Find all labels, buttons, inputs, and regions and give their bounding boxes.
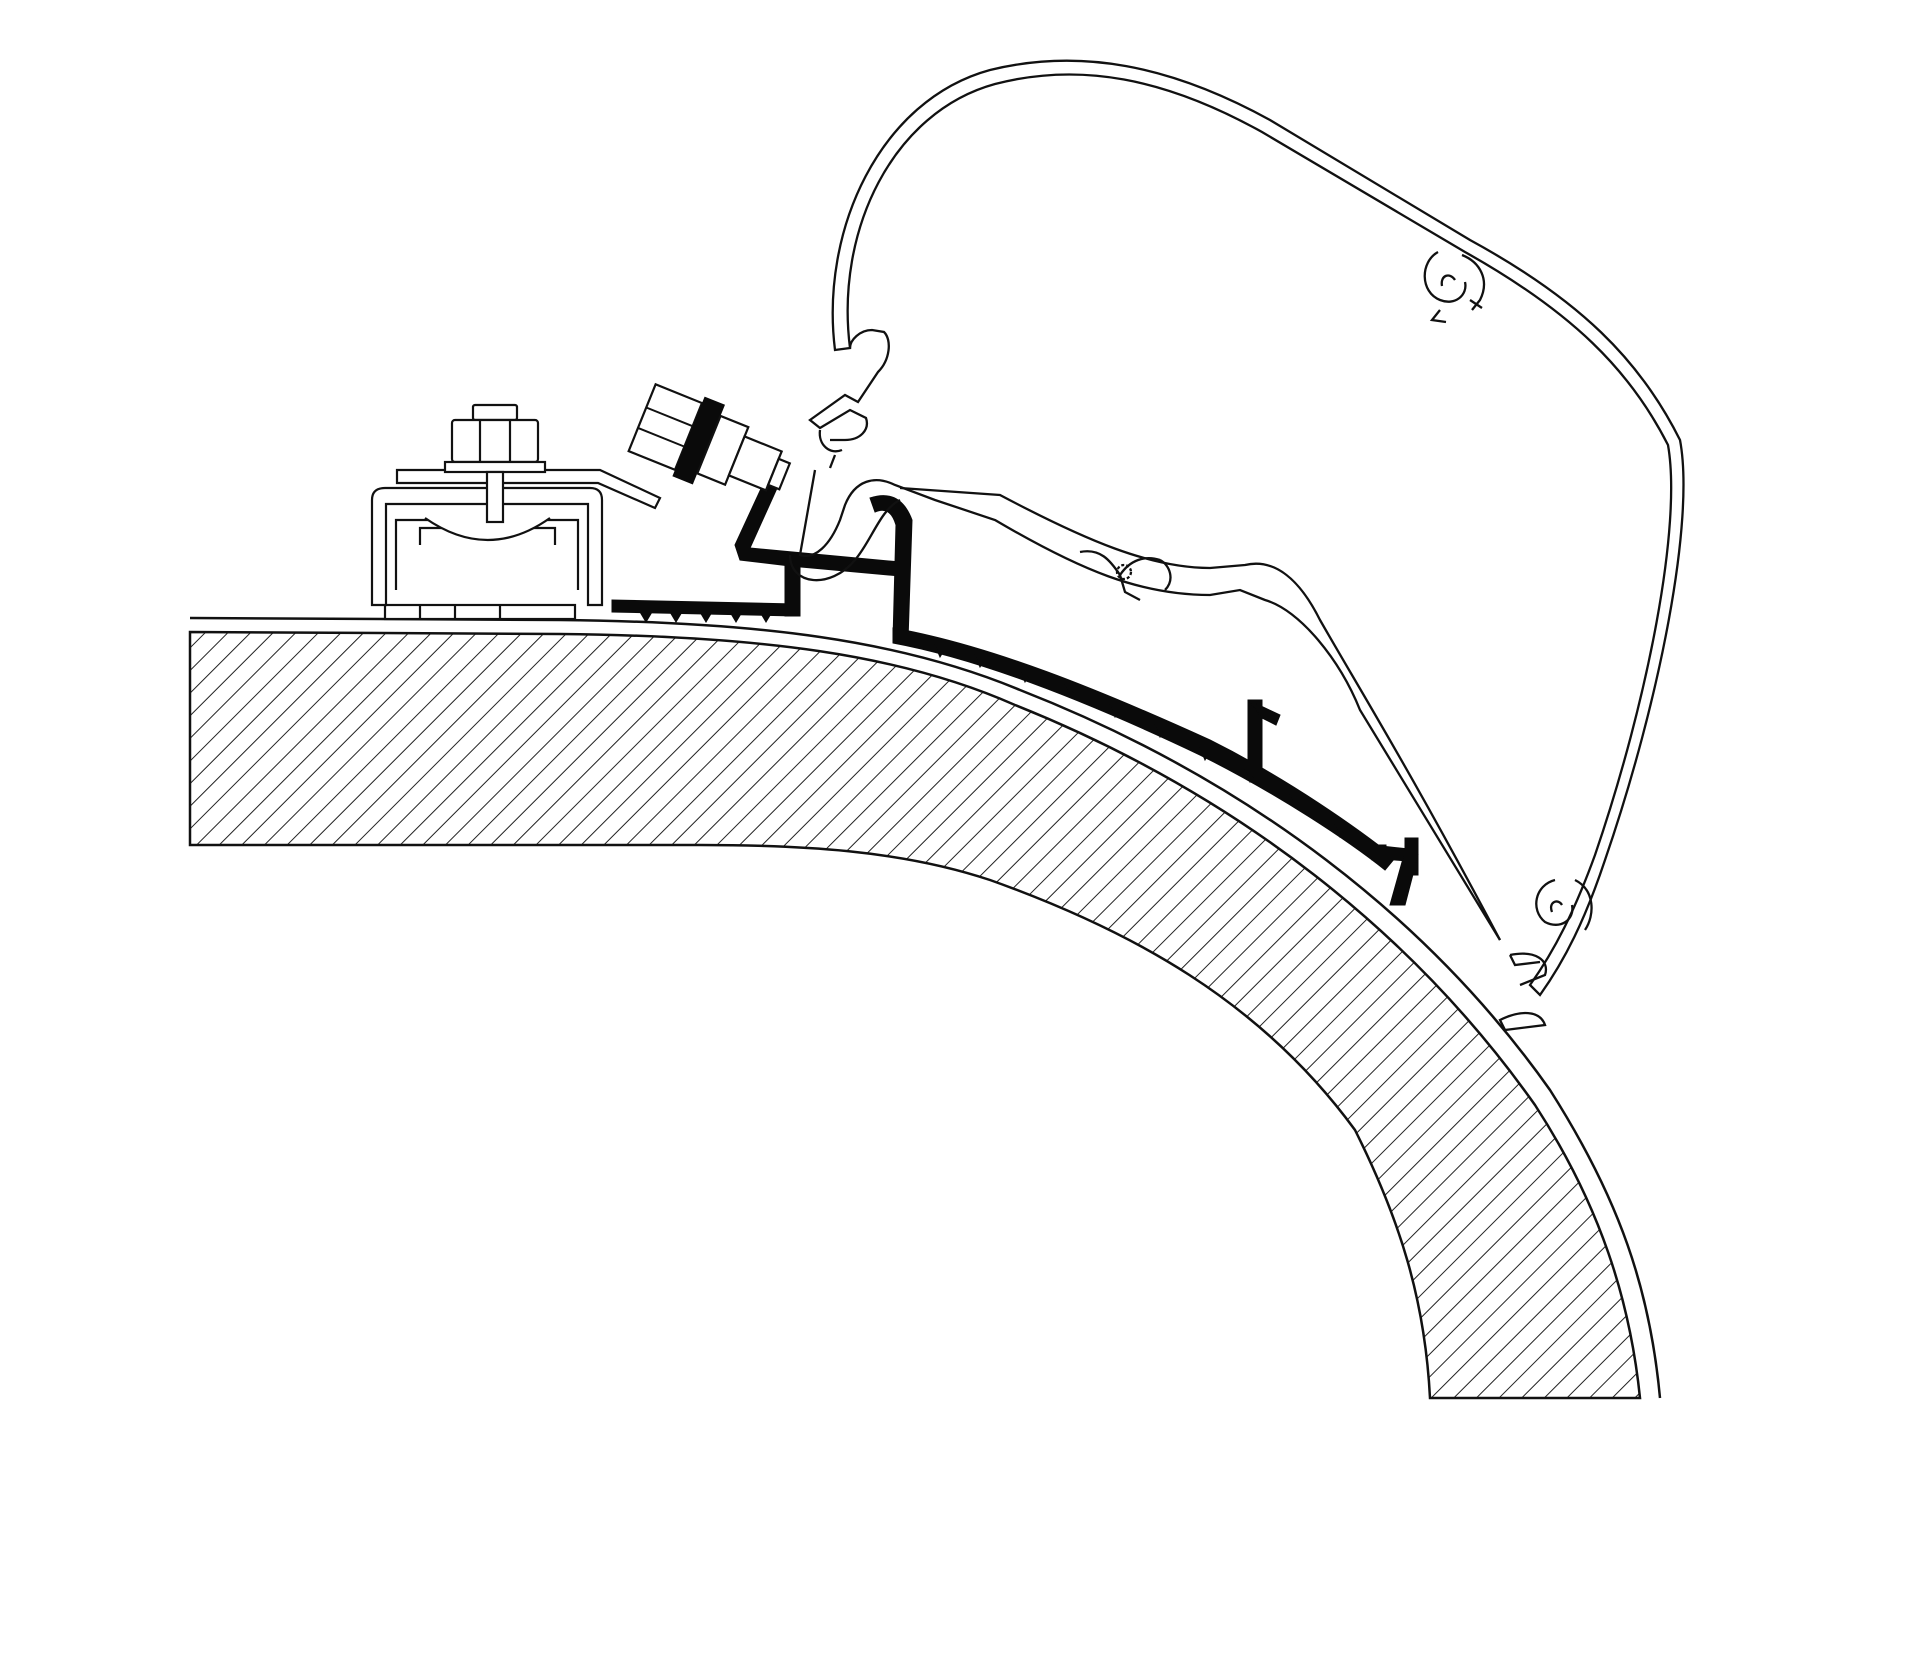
roof-section [188, 616, 1662, 1400]
awning-cassette [788, 59, 1685, 1032]
adapter-base-teeth [934, 644, 1347, 839]
bracket-base-plate [383, 603, 577, 621]
adapter-middle-upright [1247, 699, 1281, 771]
cassette-left-hook [808, 328, 890, 442]
mounting-bracket [370, 468, 662, 621]
cassette-upper-keder-channel [1423, 250, 1486, 311]
cassette-bottom-edge [899, 486, 1502, 941]
cassette-outer-shell [831, 59, 1685, 997]
roof-skin-layer [189, 616, 1662, 1399]
cassette-middle-clip [1079, 550, 1172, 602]
bracket-c-channel [370, 486, 604, 607]
bracket-clamp-curve [424, 517, 551, 542]
cassette-lower-keder-channel [1535, 878, 1593, 931]
hex-bolt-upright [443, 403, 547, 524]
cassette-body-lower-left [798, 469, 1501, 941]
hex-bolt-angled [627, 382, 792, 492]
bracket-top-flange [395, 468, 662, 510]
roof-hatched-body [188, 630, 1642, 1400]
adapter-rail [611, 479, 1419, 906]
